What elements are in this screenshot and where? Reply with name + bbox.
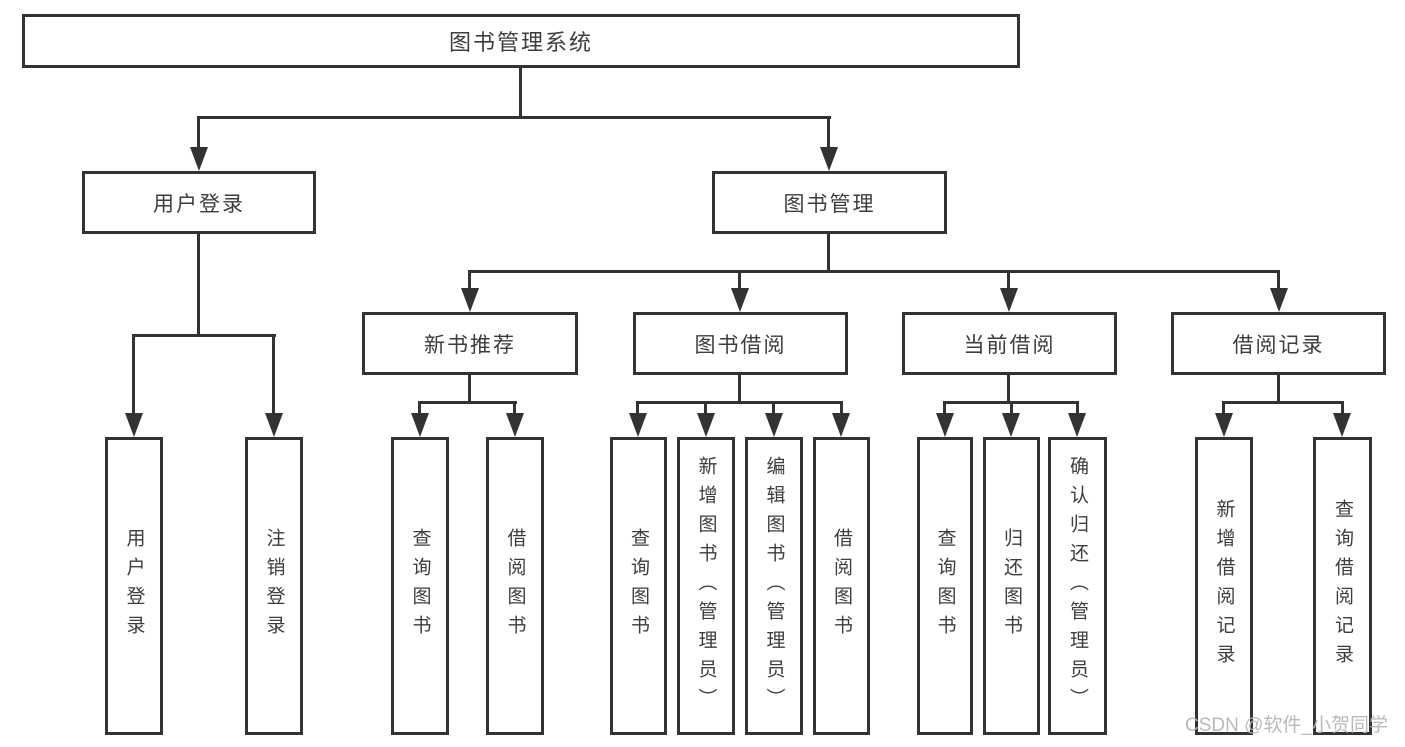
- node-user-login-label: 用户登录: [153, 192, 245, 216]
- connector-line: [840, 401, 843, 419]
- node-book-management: 图书管理: [712, 171, 947, 234]
- connector-line: [827, 116, 830, 152]
- leaf-label: 新增图书（管理员）: [695, 455, 717, 717]
- connector-line: [197, 233, 200, 336]
- leaf-borrow-books: 借阅图书: [813, 437, 870, 735]
- leaf-edit-book-admin: 编辑图书（管理员）: [745, 437, 803, 735]
- connector-line: [1007, 270, 1010, 295]
- arrow-down-icon: [411, 413, 429, 437]
- connector-line: [468, 374, 471, 404]
- leaf-label: 注销登录: [263, 528, 285, 644]
- connector-line: [132, 334, 135, 419]
- leaf-query-books-borrow: 查询图书: [610, 437, 667, 735]
- node-user-login: 用户登录: [82, 171, 316, 234]
- leaf-label: 新增借阅记录: [1213, 499, 1235, 673]
- connector-line: [738, 374, 741, 404]
- node-book-borrow: 图书借阅: [633, 312, 848, 375]
- node-new-book-recommend: 新书推荐: [362, 312, 578, 375]
- leaf-label: 查询借阅记录: [1332, 499, 1353, 673]
- node-book-borrow-label: 图书借阅: [694, 333, 787, 357]
- connector-line: [468, 270, 1280, 273]
- arrow-down-icon: [506, 413, 524, 437]
- leaf-query-books-recommend: 查询图书: [391, 437, 449, 735]
- arrow-down-icon: [1215, 413, 1233, 437]
- connector-line: [1076, 401, 1079, 419]
- connector-line: [197, 116, 200, 152]
- connector-line: [1277, 374, 1280, 404]
- leaf-query-books-current: 查询图书: [917, 437, 973, 735]
- leaf-add-borrow-record: 新增借阅记录: [1195, 437, 1253, 735]
- arrow-down-icon: [936, 413, 954, 437]
- connector-line: [738, 270, 741, 295]
- node-current-borrow-label: 当前借阅: [963, 333, 1056, 357]
- arrow-down-icon: [1270, 288, 1288, 312]
- arrow-down-icon: [125, 413, 143, 437]
- arrow-down-icon: [190, 147, 208, 171]
- connector-line: [827, 233, 830, 273]
- arrow-down-icon: [731, 288, 749, 312]
- node-borrow-records: 借阅记录: [1171, 312, 1386, 375]
- watermark: CSDN @软件_小贺同学: [1185, 715, 1388, 736]
- leaf-label: 确认归还（管理员）: [1067, 455, 1088, 717]
- connector-line: [132, 334, 276, 337]
- leaf-confirm-return-admin: 确认归还（管理员）: [1048, 437, 1107, 735]
- connector-line: [1277, 270, 1280, 295]
- root-node: 图书管理系统: [22, 14, 1020, 68]
- arrow-down-icon: [697, 413, 715, 437]
- arrow-down-icon: [265, 413, 283, 437]
- connector-line: [468, 270, 471, 295]
- arrow-down-icon: [820, 147, 838, 171]
- connector-line: [704, 401, 707, 419]
- leaf-label: 编辑图书（管理员）: [763, 455, 785, 717]
- arrow-down-icon: [1002, 413, 1020, 437]
- connector-line: [272, 334, 275, 419]
- connector-line: [519, 66, 522, 119]
- leaf-label: 归还图书: [1001, 528, 1022, 644]
- connector-line: [418, 401, 517, 404]
- node-book-management-label: 图书管理: [783, 192, 876, 216]
- leaf-borrow-books-recommend: 借阅图书: [486, 437, 544, 735]
- leaf-label: 查询图书: [934, 528, 956, 644]
- leaf-label: 查询图书: [409, 528, 431, 644]
- node-current-borrow: 当前借阅: [902, 312, 1117, 375]
- leaf-query-borrow-record: 查询借阅记录: [1313, 437, 1372, 735]
- arrow-down-icon: [461, 288, 479, 312]
- connector-line: [1222, 401, 1344, 404]
- connector-line: [513, 401, 516, 419]
- arrow-down-icon: [1333, 413, 1351, 437]
- connector-line: [197, 116, 831, 119]
- leaf-label: 用户登录: [123, 528, 145, 644]
- arrow-down-icon: [765, 413, 783, 437]
- connector-line: [772, 401, 775, 419]
- leaf-logout: 注销登录: [245, 437, 303, 735]
- connector-line: [636, 401, 639, 419]
- connector-line: [418, 401, 421, 419]
- connector-line: [1341, 401, 1344, 419]
- root-node-label: 图书管理系统: [448, 30, 593, 55]
- leaf-add-book-admin: 新增图书（管理员）: [677, 437, 735, 735]
- connector-line: [636, 401, 843, 404]
- arrow-down-icon: [1068, 413, 1086, 437]
- connector-line: [1010, 401, 1013, 419]
- connector-line: [943, 401, 946, 419]
- leaf-return-book: 归还图书: [983, 437, 1040, 735]
- leaf-user-login: 用户登录: [105, 437, 163, 735]
- arrow-down-icon: [1000, 288, 1018, 312]
- node-borrow-records-label: 借阅记录: [1232, 333, 1325, 357]
- leaf-label: 查询图书: [628, 528, 649, 644]
- arrow-down-icon: [629, 413, 647, 437]
- node-new-book-recommend-label: 新书推荐: [424, 333, 516, 357]
- connector-line: [1007, 374, 1010, 404]
- leaf-label: 借阅图书: [504, 528, 526, 644]
- connector-line: [1222, 401, 1225, 419]
- arrow-down-icon: [832, 413, 850, 437]
- leaf-label: 借阅图书: [831, 528, 852, 644]
